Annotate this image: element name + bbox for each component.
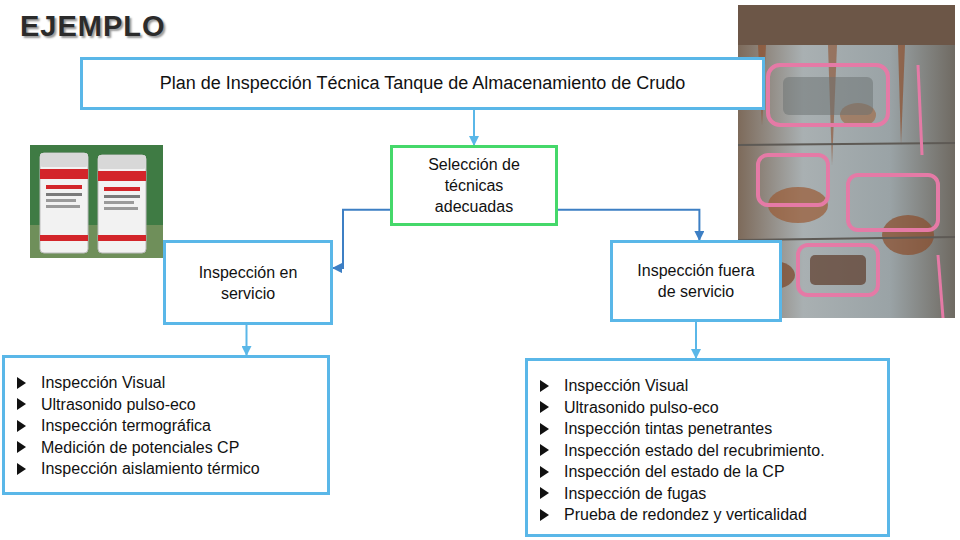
connector-arrow [695,322,697,358]
list-text: Medición de potenciales CP [41,437,239,459]
list-item: Inspección termográfica [15,415,313,437]
box-text: Selección de técnicas adecuadas [413,154,535,217]
technique-list: Inspección VisualUltrasonido pulso-ecoIn… [525,358,890,537]
bullet-arrow [540,487,549,499]
box-text: Plan de Inspección Técnica Tanque de Alm… [160,73,686,94]
list-text: Inspección termográfica [41,415,211,437]
list-text: Inspección tintas penetrantes [564,418,772,440]
spray-cans-photo [30,145,163,258]
bullet-arrow [540,466,549,478]
box-text: Inspección en servicio [186,262,310,304]
list-item: Medición de potenciales CP [15,437,313,459]
connector-arrow [558,210,699,240]
connector-arrow [473,110,475,145]
list-item: Inspección del estado de la CP [538,461,873,483]
list-item: Inspección tintas penetrantes [538,418,873,440]
list-item: Ultrasonido pulso-eco [15,394,313,416]
list-item: Inspección aislamiento térmico [15,458,313,480]
bullet-arrow [17,398,26,410]
page-title: EJEMPLO [20,10,166,43]
list-item: Prueba de redondez y verticalidad [538,504,873,526]
bullet-arrow [17,441,26,453]
box-text: Inspección fuera de servicio [633,260,759,302]
out-of-service-box: Inspección fuera de servicio [610,240,782,322]
list-item: Inspección de fugas [538,483,873,505]
list-text: Inspección de fugas [564,483,706,505]
list-text: Prueba de redondez y verticalidad [564,504,807,526]
technique-list: Inspección VisualUltrasonido pulso-ecoIn… [2,355,330,495]
list-item: Ultrasonido pulso-eco [538,397,873,419]
bullet-arrow [540,401,549,413]
list-item: Inspección estado del recubrimiento. [538,440,873,462]
list-item: Inspección Visual [15,372,313,394]
bullet-arrow [540,444,549,456]
selection-box: Selección de técnicas adecuadas [390,145,558,226]
list-text: Ultrasonido pulso-eco [564,397,719,419]
bullet-arrow [540,509,549,521]
list-text: Inspección Visual [41,372,165,394]
list-text: Inspección Visual [564,375,688,397]
plan-box: Plan de Inspección Técnica Tanque de Alm… [80,57,765,110]
in-service-box: Inspección en servicio [163,240,333,325]
list-text: Inspección estado del recubrimiento. [564,440,825,462]
list-text: Ultrasonido pulso-eco [41,394,196,416]
bullet-arrow [17,377,26,389]
bullet-arrow [17,420,26,432]
list-text: Inspección del estado de la CP [564,461,785,483]
connector-arrow [246,325,248,355]
list-text: Inspección aislamiento térmico [41,458,260,480]
bullet-arrow [540,380,549,392]
connector-arrow [333,210,390,268]
bullet-arrow [17,463,26,475]
list-item: Inspección Visual [538,375,873,397]
bullet-arrow [540,423,549,435]
